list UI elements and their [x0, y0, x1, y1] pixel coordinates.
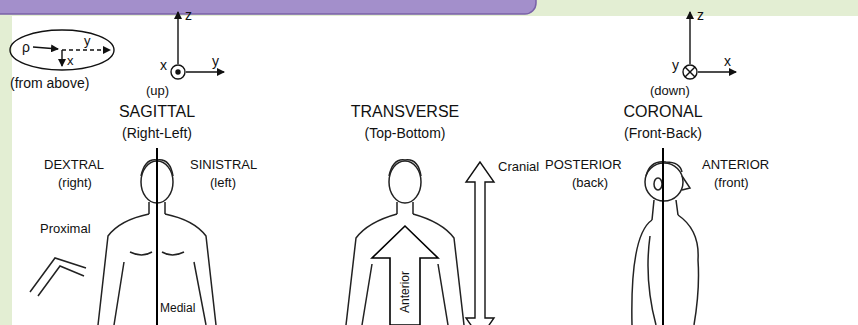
axis-note: (down)	[650, 84, 690, 97]
side-note: (right)	[58, 176, 92, 189]
header-bar	[0, 0, 536, 14]
axis-note: (up)	[146, 84, 169, 97]
axis-label: y	[672, 58, 679, 72]
side-note: (front)	[714, 176, 749, 189]
side-label: DEXTRAL	[44, 158, 104, 171]
cranial-caudal-arrow	[466, 162, 494, 325]
front-figure	[346, 160, 464, 325]
axis-label: y	[212, 54, 219, 68]
direction-label: Cranial	[498, 160, 539, 173]
axis-label: y	[84, 34, 91, 47]
sagittal-plane	[156, 148, 158, 325]
plane-title: SAGITTAL	[119, 104, 195, 120]
axis-label: z	[697, 8, 704, 22]
direction-label: Proximal	[40, 222, 91, 235]
plane-subtitle: (Top-Bottom)	[365, 126, 446, 140]
axis-label: ρ	[22, 40, 30, 54]
axis-label: x	[724, 54, 731, 68]
top-view-sketch	[10, 30, 114, 70]
direction-label: Anterior	[399, 271, 411, 313]
plane-subtitle: (Front-Back)	[624, 126, 702, 140]
side-note: (left)	[210, 176, 236, 189]
transverse-plane-arrow	[372, 226, 438, 325]
profile-figure	[632, 162, 699, 325]
axis-label: x	[160, 58, 167, 72]
side-label: SINISTRAL	[190, 158, 257, 171]
plane-title: TRANSVERSE	[351, 104, 459, 120]
side-label: POSTERIOR	[545, 158, 622, 171]
view-note: (from above)	[10, 76, 89, 90]
figure-ground	[12, 16, 858, 325]
coronal-plane	[662, 148, 664, 325]
axis-triad	[683, 12, 736, 79]
front-figure	[30, 160, 216, 325]
direction-label: Medial	[160, 302, 195, 314]
plane-title: CORONAL	[623, 104, 702, 120]
plane-subtitle: (Right-Left)	[122, 126, 192, 140]
axis-triad	[171, 12, 224, 79]
side-label: ANTERIOR	[702, 158, 769, 171]
axis-label: x	[67, 54, 74, 67]
side-note: (back)	[572, 176, 608, 189]
axis-label: z	[185, 8, 192, 22]
